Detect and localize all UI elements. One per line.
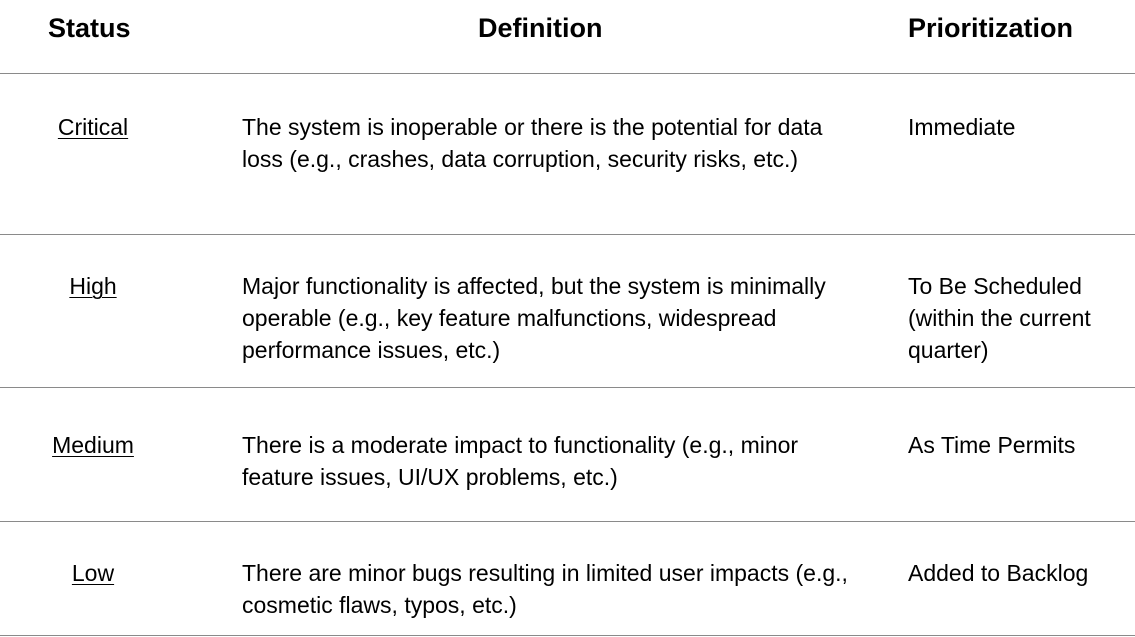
table-header: Status Definition Prioritization xyxy=(0,0,1135,74)
prioritization-medium: As Time Permits xyxy=(908,432,1076,458)
definition-high: Major functionality is affected, but the… xyxy=(242,273,826,363)
row-divider xyxy=(0,521,1135,522)
row-divider xyxy=(0,234,1135,235)
prioritization-high: To Be Scheduled (within the current quar… xyxy=(908,273,1091,363)
definition-low: There are minor bugs resulting in limite… xyxy=(242,560,848,618)
status-low: Low xyxy=(71,560,115,586)
prioritization-low: Added to Backlog xyxy=(908,560,1089,586)
definition-critical: The system is inoperable or there is the… xyxy=(242,114,823,172)
row-divider xyxy=(0,635,1135,636)
row-divider xyxy=(0,73,1135,74)
header-prioritization: Prioritization xyxy=(908,13,1074,43)
status-critical: Critical xyxy=(57,114,129,140)
status-medium: Medium xyxy=(52,432,134,458)
prioritization-critical: Immediate xyxy=(908,114,1016,140)
definition-medium: There is a moderate impact to functional… xyxy=(242,432,799,490)
header-status: Status xyxy=(48,13,131,43)
status-high: High xyxy=(69,273,117,299)
row-divider xyxy=(0,387,1135,388)
header-definition: Definition xyxy=(478,13,603,43)
